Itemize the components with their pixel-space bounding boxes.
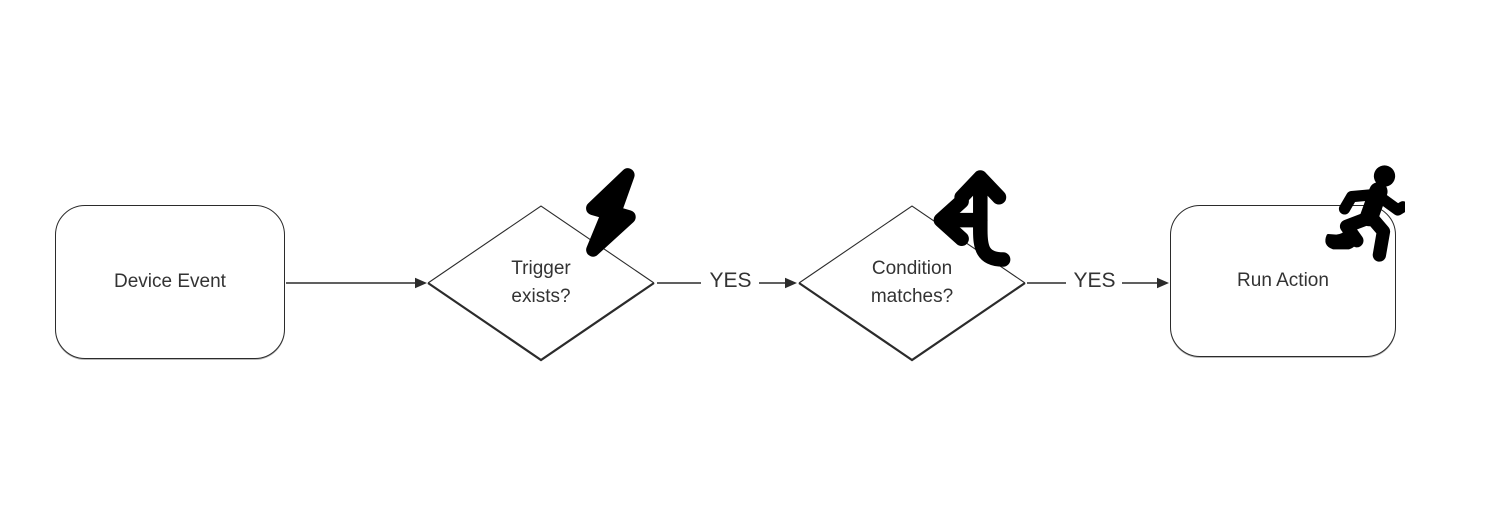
lightning-bolt-icon	[568, 163, 650, 267]
directions-split-icon	[920, 162, 1024, 274]
node-device-event: Device Event	[55, 205, 285, 359]
edge-label-yes-1: YES	[703, 269, 758, 293]
edge-device-event-to-trigger	[286, 277, 427, 289]
edge-trigger-to-condition	[657, 277, 797, 289]
running-person-icon	[1323, 161, 1405, 267]
node-device-event-label: Device Event	[114, 271, 226, 292]
node-run-action: Run Action	[1170, 205, 1396, 357]
edge-condition-to-run-action	[1027, 277, 1169, 289]
edge-label-yes-2: YES	[1068, 269, 1121, 293]
node-condition-matches-label: Condition matches?	[870, 258, 954, 307]
node-trigger-exists-label: Trigger exists?	[511, 258, 571, 307]
node-run-action-label: Run Action	[1237, 270, 1329, 291]
